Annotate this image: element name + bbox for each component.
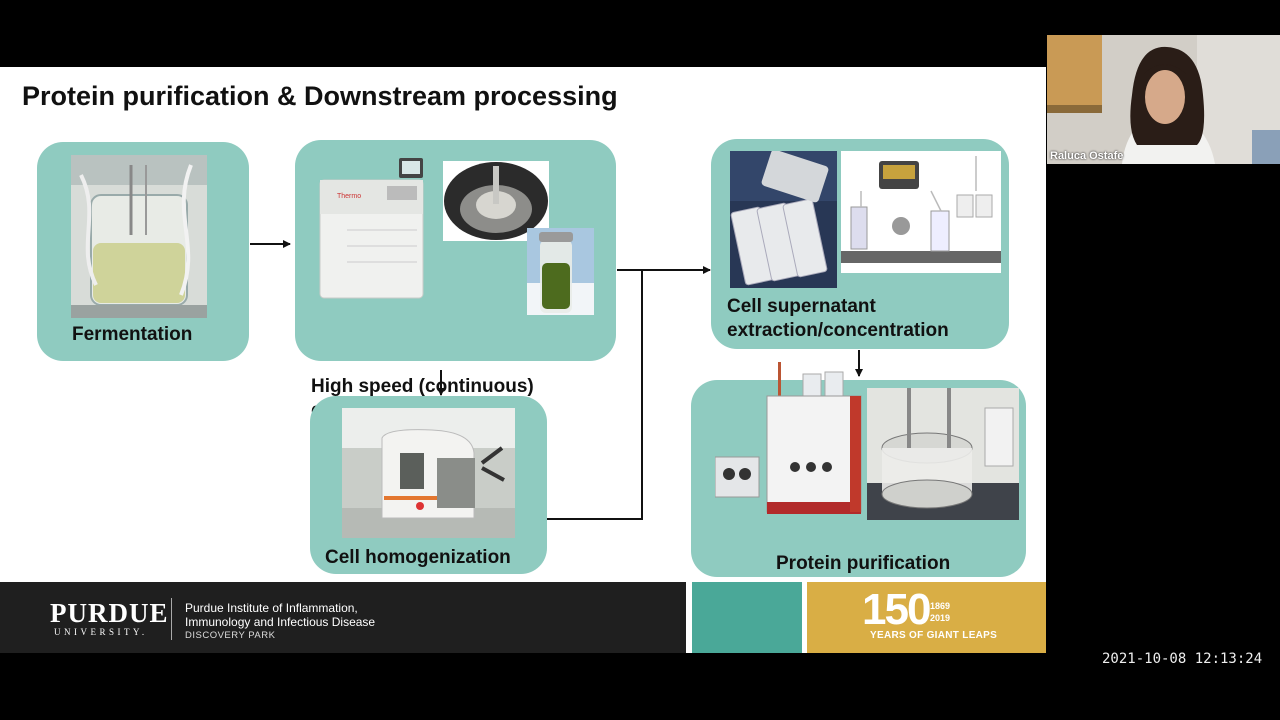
fermenter-photo <box>71 155 207 318</box>
flow-arrows <box>250 240 863 520</box>
footer-teal-band <box>692 582 802 653</box>
footer-gold-band <box>807 582 1046 653</box>
footer-dark-band: PURDUE UNIVERSITY. Purdue Institute of I… <box>0 582 686 653</box>
anniversary-number: 150 <box>862 585 931 634</box>
purification-label: Protein purification <box>776 553 951 574</box>
anniversary-tagline: YEARS OF GIANT LEAPS <box>870 630 998 641</box>
rotor-photo <box>443 161 549 241</box>
institute-line2: Immunology and Infectious Disease <box>185 615 376 629</box>
recording-timestamp: 2021-10-08 12:13:24 <box>1102 651 1263 667</box>
institute-line3: DISCOVERY PARK <box>185 630 276 641</box>
fermentation-label: Fermentation <box>72 324 193 345</box>
fermentation-box: Fermentation <box>37 142 249 361</box>
centrifugation-box: Thermo High speed (continuou <box>295 140 616 421</box>
slide-title: Protein purification & Downstream proces… <box>22 81 618 111</box>
thermo-brand-text: Thermo <box>337 193 361 200</box>
footer-divider <box>171 598 172 640</box>
institute-name: Purdue Institute of Inflammation, Immuno… <box>185 601 375 643</box>
anniversary-year-end: 2019 <box>930 613 951 623</box>
homogenization-label: Cell homogenization <box>325 547 511 568</box>
tff-system-photo <box>841 151 1001 273</box>
purification-box: Protein purification <box>691 362 1026 577</box>
slide-footer: PURDUE UNIVERSITY. Purdue Institute of I… <box>0 582 1046 653</box>
anniversary-years: 1869 2019 <box>930 600 950 624</box>
filter-cassette-photo <box>730 151 837 288</box>
bioreactor-photo <box>867 388 1019 520</box>
arrow-homogenization-to-junction <box>547 270 643 520</box>
homogenization-box: Cell homogenization <box>310 396 547 574</box>
supernatant-label-line1: Cell supernatant <box>727 296 876 317</box>
participant-name: Raluca Ostafe <box>1050 150 1124 162</box>
purdue-logo-sub: UNIVERSITY. <box>54 627 148 637</box>
presentation-slide: Protein purification & Downstream proces… <box>0 67 1046 653</box>
anniversary-year-start: 1869 <box>930 601 951 611</box>
supernatant-box: Cell supernatant extraction/concentratio… <box>711 139 1009 349</box>
chromatography-system-photo <box>715 362 867 520</box>
participant-video[interactable]: Raluca Ostafe <box>1047 35 1280 164</box>
homogenizer-photo <box>342 408 515 538</box>
bottle-photo <box>527 228 594 315</box>
purdue-logo: PURDUE <box>50 598 169 628</box>
centrifuge-photo: Thermo <box>317 158 429 301</box>
institute-line1: Purdue Institute of Inflammation, <box>185 601 358 615</box>
participant-video-feed <box>1047 35 1280 164</box>
centrifugation-label-line1: High speed (continuous) <box>311 376 534 397</box>
supernatant-label-line2: extraction/concentration <box>727 320 949 341</box>
